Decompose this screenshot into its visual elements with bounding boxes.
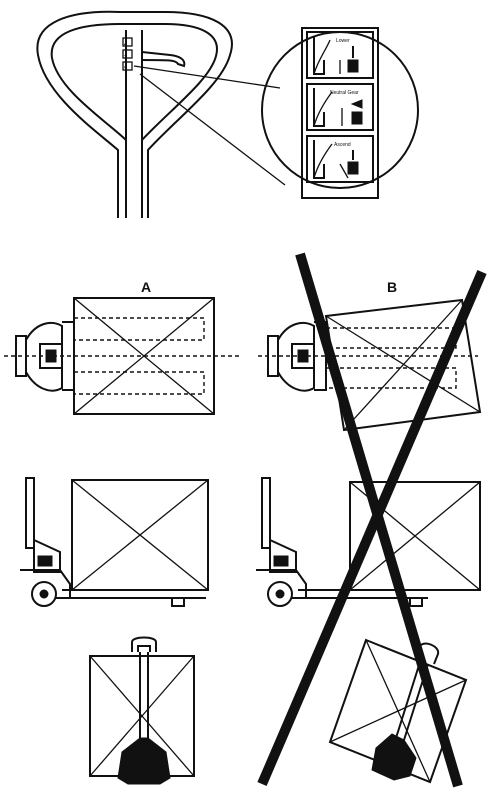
decal-neutral: Neutral Gear (306, 83, 374, 131)
wrong-x-mark-icon (257, 252, 487, 788)
front-view-wrong (328, 638, 468, 784)
top-view-correct (4, 297, 242, 415)
svg-text:◂: ◂ (124, 53, 127, 59)
decal-ascend: Ascend (306, 135, 374, 183)
label-a: A (141, 279, 151, 295)
decal-label-neutral: Neutral Gear (330, 90, 359, 96)
decal-label-lower: Lower (336, 38, 350, 44)
handle-detail: ▴ ◂ ▾ (36, 10, 286, 218)
front-view-correct (89, 636, 195, 785)
svg-text:▴: ▴ (124, 41, 127, 47)
label-b: B (387, 279, 397, 295)
svg-text:▾: ▾ (124, 65, 127, 71)
decal-magnifier: Lower Neutral Gear Ascend (261, 27, 419, 199)
decal-lower: Lower (306, 31, 374, 79)
side-view-correct (20, 477, 209, 607)
decal-label-ascend: Ascend (334, 142, 351, 148)
